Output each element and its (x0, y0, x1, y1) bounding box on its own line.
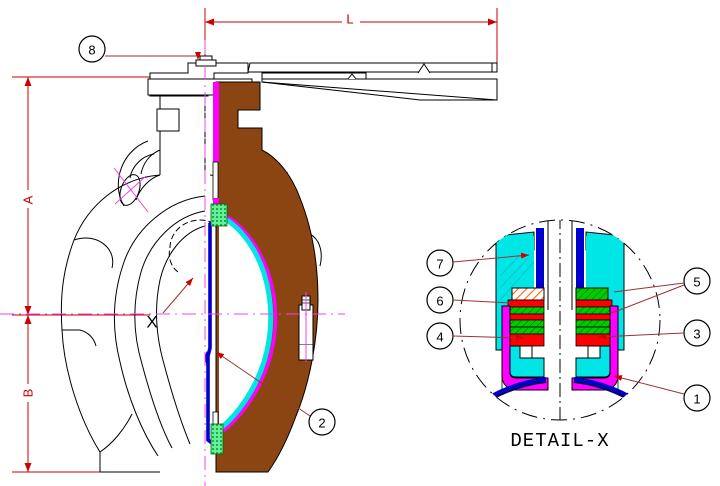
callout-4-label: 4 (436, 330, 443, 345)
callout-2-label: 2 (318, 416, 325, 431)
callout-1-label: 1 (693, 392, 700, 407)
stem-bushings (210, 203, 228, 455)
taper-pin-assembly (298, 292, 314, 362)
dimension-label-B: B (21, 389, 36, 398)
callout-7-label: 7 (436, 257, 443, 272)
detail-x-group: 7 6 4 5 3 1 (426, 219, 711, 452)
detail-view-title: DETAIL-X (510, 430, 609, 452)
callout-3[interactable]: 3 (597, 319, 711, 347)
callout-5[interactable]: 5 (611, 267, 711, 314)
dimension-group-horizontal-L: L (204, 8, 498, 72)
section-marker-x: X (146, 277, 194, 332)
bolt-hole-left (113, 167, 149, 213)
callout-5-label: 5 (693, 275, 700, 290)
callout-1[interactable]: 1 (613, 375, 711, 412)
callout-7[interactable]: 7 (426, 249, 530, 277)
dimension-label-A: A (21, 195, 36, 204)
callout-8-label: 8 (88, 43, 95, 58)
callout-8[interactable]: 8 (78, 35, 201, 63)
callout-4[interactable]: 4 (426, 322, 525, 350)
section-marker-label: X (146, 313, 157, 332)
handle-lever-assembly (147, 55, 498, 101)
callout-2[interactable]: 2 (215, 351, 336, 436)
dimension-group-vertical-B: B (12, 315, 160, 473)
callout-6-label: 6 (436, 294, 443, 309)
callout-6[interactable]: 6 (426, 286, 513, 314)
detail-x-contents (488, 220, 632, 420)
centerlines-main (0, 40, 345, 486)
valve-seat-liner (217, 211, 278, 434)
callout-3-label: 3 (693, 327, 700, 342)
dimension-label-L: L (346, 12, 353, 27)
